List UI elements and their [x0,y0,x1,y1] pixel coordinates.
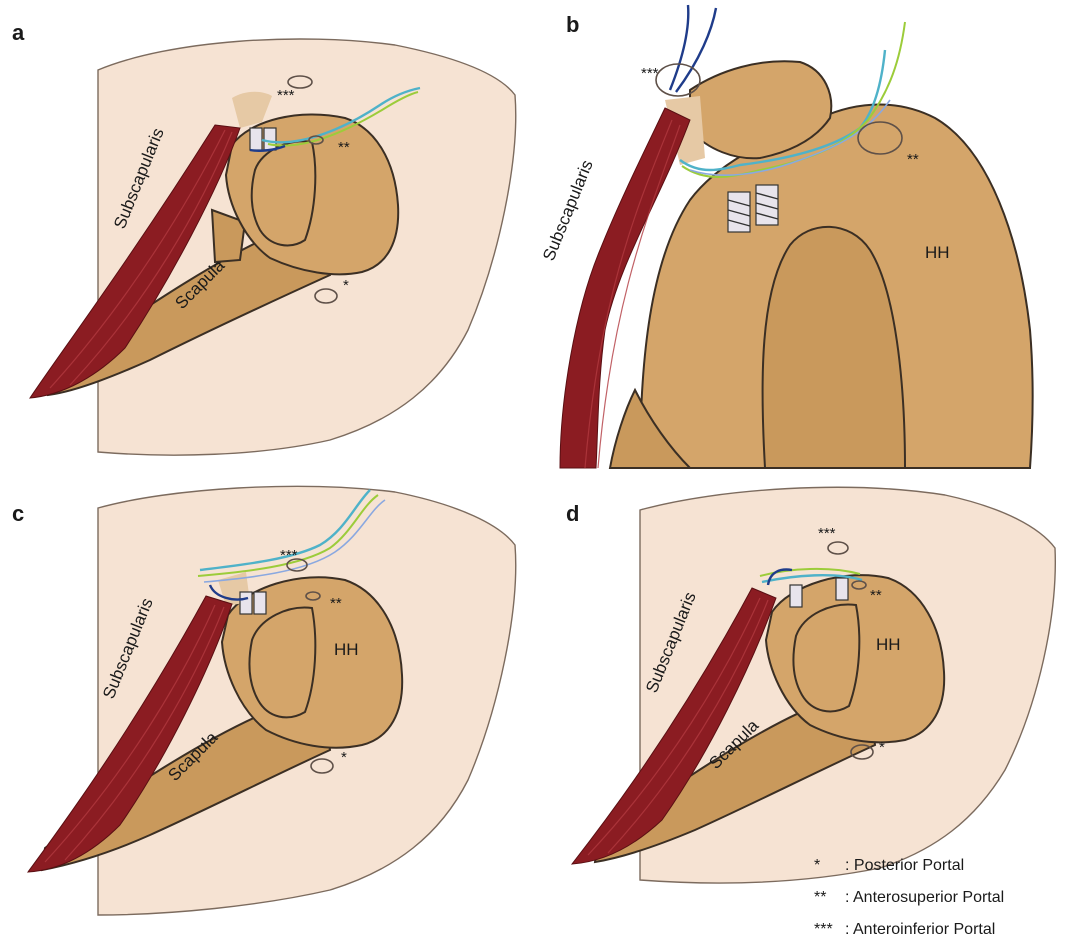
panel-c-anchor [240,592,252,614]
legend-symbol-anterosuperior: ** [814,889,826,906]
panel-b: b *** ** HH Subscapularis [539,5,1033,468]
panel-a-portal-posterior-mark: * [343,277,349,294]
panel-d-portal-anteroinferior-mark: *** [818,525,836,542]
legend-text-posterior: : Posterior Portal [845,857,964,874]
panel-a-portal-anterosuperior-mark: ** [338,139,350,156]
legend-symbol-anteroinferior: *** [814,921,833,938]
panel-b-portal-anterosuperior-mark: ** [907,151,919,168]
panel-b-hh-label: HH [925,243,950,262]
panel-c: c *** ** * HH Subscapularis Scapula [12,486,516,915]
panel-c-portal-anteroinferior-mark: *** [280,547,298,564]
panel-a-label: a [12,20,25,45]
panel-a-portal-anteroinferior-mark: *** [277,87,295,104]
panel-b-anchor-1 [728,192,750,232]
panel-d-portal-anterosuperior-mark: ** [870,587,882,604]
panel-d-anchor [790,585,802,607]
panel-b-anchor-2 [756,185,778,225]
panel-d-label: d [566,501,579,526]
panel-d-portal-posterior-mark: * [879,739,885,756]
panel-d-hh-label: HH [876,635,901,654]
panel-d-anchor [836,578,848,600]
panel-a-anchor [250,128,262,150]
panel-c-anchor [254,592,266,614]
legend-text-anteroinferior: : Anteroinferior Portal [845,921,995,938]
panel-c-portal-anterosuperior-mark: ** [330,595,342,612]
panel-c-hh-label: HH [334,640,359,659]
panel-c-portal-posterior-mark: * [341,749,347,766]
panel-b-portal-anteroinferior-mark: *** [641,65,659,82]
panel-a-anchor [264,128,276,150]
panel-d: d *** ** * HH Subscapularis Scapula [566,487,1055,883]
legend-text-anterosuperior: : Anterosuperior Portal [845,889,1004,906]
panel-b-subscapularis-label: Subscapularis [539,157,597,263]
panel-a: a *** ** * Subscapularis Scapula [12,20,516,455]
panel-c-label: c [12,501,24,526]
panel-b-label: b [566,12,579,37]
legend-symbol-posterior: * [814,857,820,874]
